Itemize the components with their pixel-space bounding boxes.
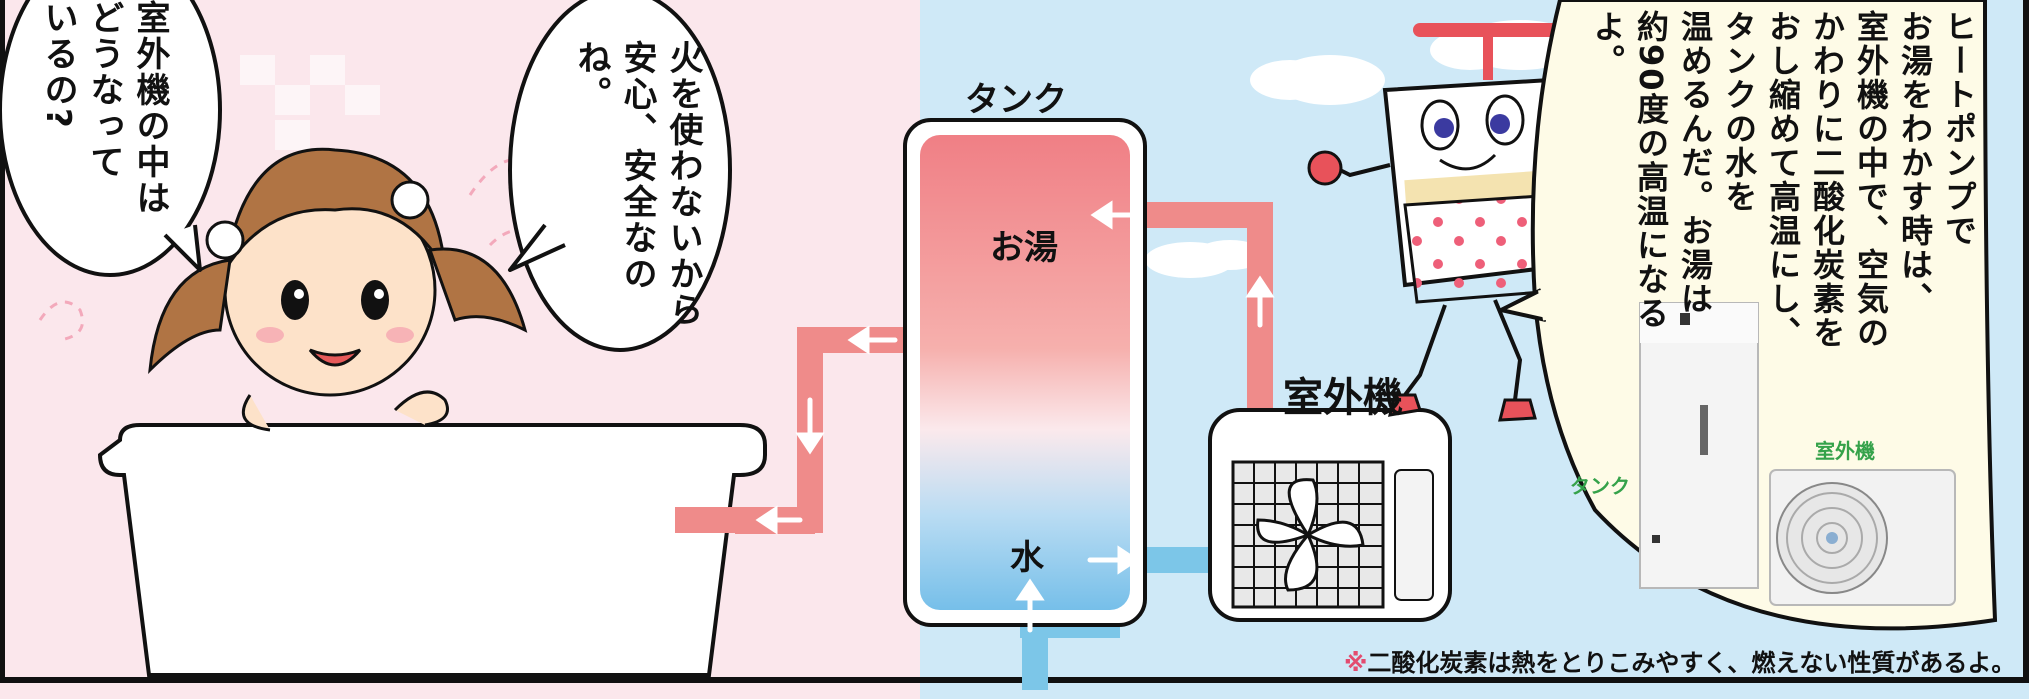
cold-water-label: 水 (1010, 538, 1044, 578)
explanation-line-7: 温めるんだ。お湯は (1676, 10, 1714, 316)
explanation-line-2: お湯をわかす時は、 (1896, 10, 1934, 316)
hot-pipe-from-unit (1140, 202, 1273, 410)
question-line-1: 室外機の中は (130, 0, 170, 216)
photo-tank-label: タンク (1570, 474, 1630, 498)
photo-real-outdoor-unit (1769, 469, 1956, 606)
footnote-mark: ※ (1344, 649, 1368, 677)
photo-outdoor-label: 室外機 (1815, 439, 1875, 463)
footnote: ※二酸化炭素は熱をとりこみやすく、燃えない性質があるよ。 (1344, 643, 2015, 678)
question-line-2: どうなって (84, 0, 124, 180)
question-bubble-shape (0, 0, 222, 277)
outdoor-unit-label: 室外機 (1283, 375, 1403, 421)
outdoor-unit (1208, 408, 1452, 622)
bathtub (97, 423, 767, 677)
flow-arrows (755, 200, 1275, 633)
explanation-line-5: おし縮めて高温にし、 (1764, 10, 1802, 350)
heat-pump-mascot (1307, 23, 1627, 422)
hot-water-label: お湯 (990, 228, 1058, 268)
footnote-text: 二酸化炭素は熱をとりこみやすく、燃えない性質があるよ。 (1367, 649, 2016, 677)
explanation-line-3: 室外機の中で、空気の (1852, 10, 1890, 350)
girl-speech-bubble-shape (508, 0, 732, 352)
tank-title: タンク (965, 80, 1067, 120)
girl-speech-line-2: 安心、安全なのね。 (571, 40, 657, 292)
photo-real-tank (1639, 302, 1759, 589)
question-line-3: いるの? (38, 0, 78, 130)
explanation-line-6: タンクの水を (1720, 10, 1758, 214)
tank (903, 118, 1147, 627)
explanation-line-4: かわりに二酸化炭素を (1808, 10, 1846, 350)
girl-speech-text: 火を使わないから 安心、安全なのね。 (568, 40, 706, 340)
explanation-line-8: 約90度の高温になるよ。 (1588, 10, 1670, 331)
explanation-line-1: ヒートポンプで (1940, 10, 1978, 248)
girl-speech-line-1: 火を使わないから (663, 40, 703, 328)
question-text: 室外機の中は どうなって いるの? (35, 0, 173, 240)
girl-illustration (148, 147, 528, 432)
explanation-text: ヒートポンプで お湯をわかす時は、 室外機の中で、空気の かわりに二酸化炭素を … (1585, 10, 1981, 390)
outer-frame (0, 0, 2029, 683)
